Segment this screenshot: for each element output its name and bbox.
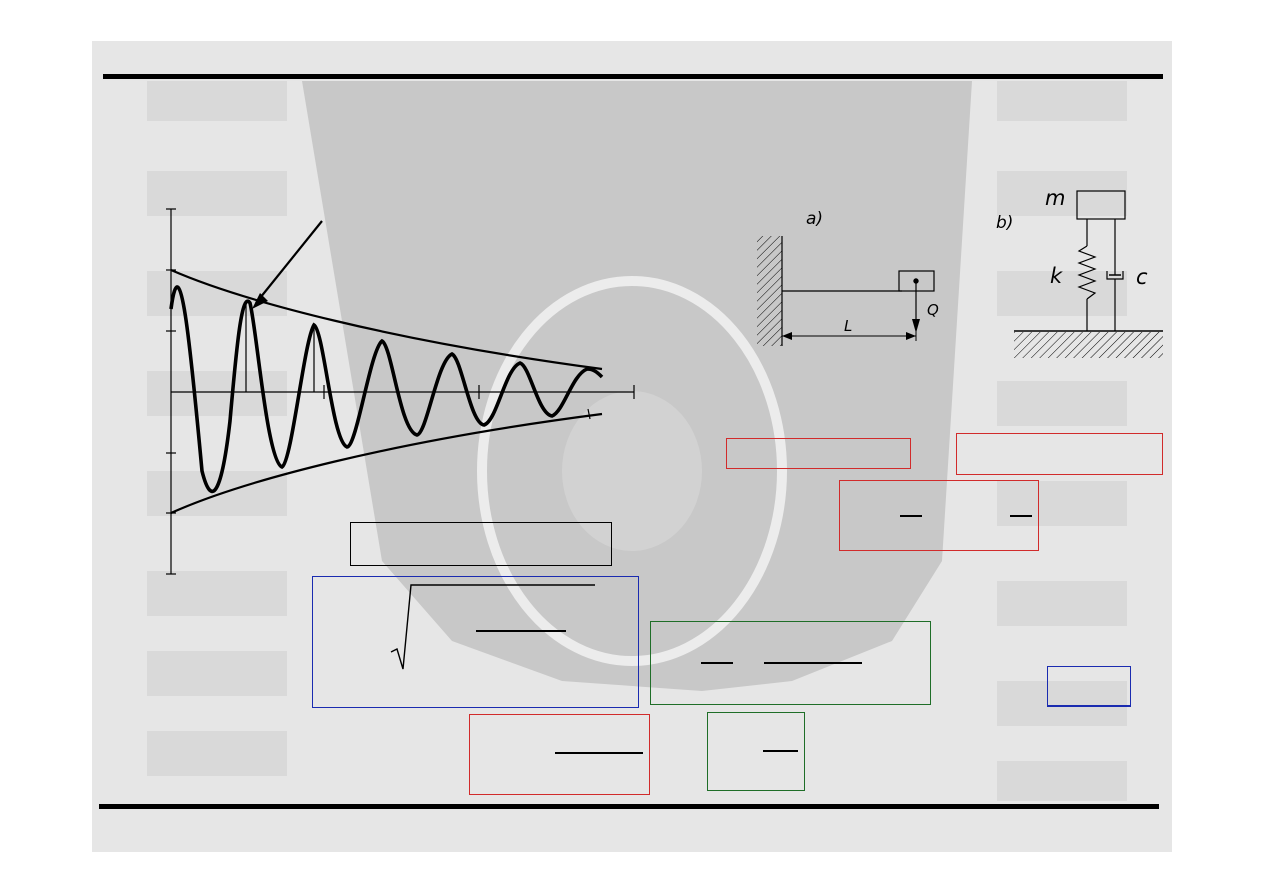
upper-envelope bbox=[170, 268, 603, 371]
formula-box-6 bbox=[1047, 666, 1131, 707]
formula-box-5 bbox=[707, 712, 805, 791]
length-label: L bbox=[844, 317, 853, 335]
panel-b-label: b) bbox=[996, 213, 1014, 233]
bottom-rule bbox=[99, 804, 1159, 809]
slide: a) Q L b) m k c bbox=[92, 41, 1172, 852]
spring-label: k bbox=[1050, 264, 1063, 288]
spring bbox=[1077, 245, 1097, 300]
end-marker bbox=[587, 408, 591, 420]
panel-a-label: a) bbox=[806, 209, 824, 229]
formula-box-damping-ratio bbox=[650, 621, 931, 705]
top-rule bbox=[103, 74, 1163, 79]
formula-box-3 bbox=[839, 480, 1039, 551]
mass-label: m bbox=[1045, 186, 1066, 210]
formula-box-natural-frequency bbox=[312, 576, 639, 708]
fraction-bar bbox=[476, 630, 566, 632]
fraction-bar bbox=[555, 752, 643, 754]
formula-box-2 bbox=[956, 433, 1163, 475]
damper-label: c bbox=[1136, 265, 1148, 289]
fraction-bar bbox=[1010, 515, 1032, 517]
formula-box-4 bbox=[469, 714, 650, 795]
cantilever-diagram bbox=[757, 236, 935, 346]
mass-block bbox=[1076, 190, 1126, 220]
fraction-bar bbox=[763, 750, 798, 752]
damped-vibration-graph bbox=[166, 190, 1163, 575]
spring-damper-diagram bbox=[1014, 190, 1163, 358]
pointer-arrow bbox=[255, 220, 323, 304]
x-axis bbox=[171, 385, 635, 399]
formula-box-log-decrement bbox=[350, 522, 612, 566]
fraction-bar bbox=[900, 515, 922, 517]
load-label: Q bbox=[927, 301, 939, 319]
square-root-sign bbox=[390, 584, 595, 670]
lower-envelope bbox=[170, 412, 603, 515]
slide-background bbox=[147, 81, 1127, 801]
damped-oscillation-curve bbox=[169, 285, 604, 494]
fraction-bar bbox=[701, 662, 733, 664]
formula-box-1 bbox=[726, 438, 911, 469]
pointer-arrowhead bbox=[252, 293, 268, 309]
fraction-bar bbox=[764, 662, 862, 664]
fixed-wall bbox=[757, 236, 782, 346]
